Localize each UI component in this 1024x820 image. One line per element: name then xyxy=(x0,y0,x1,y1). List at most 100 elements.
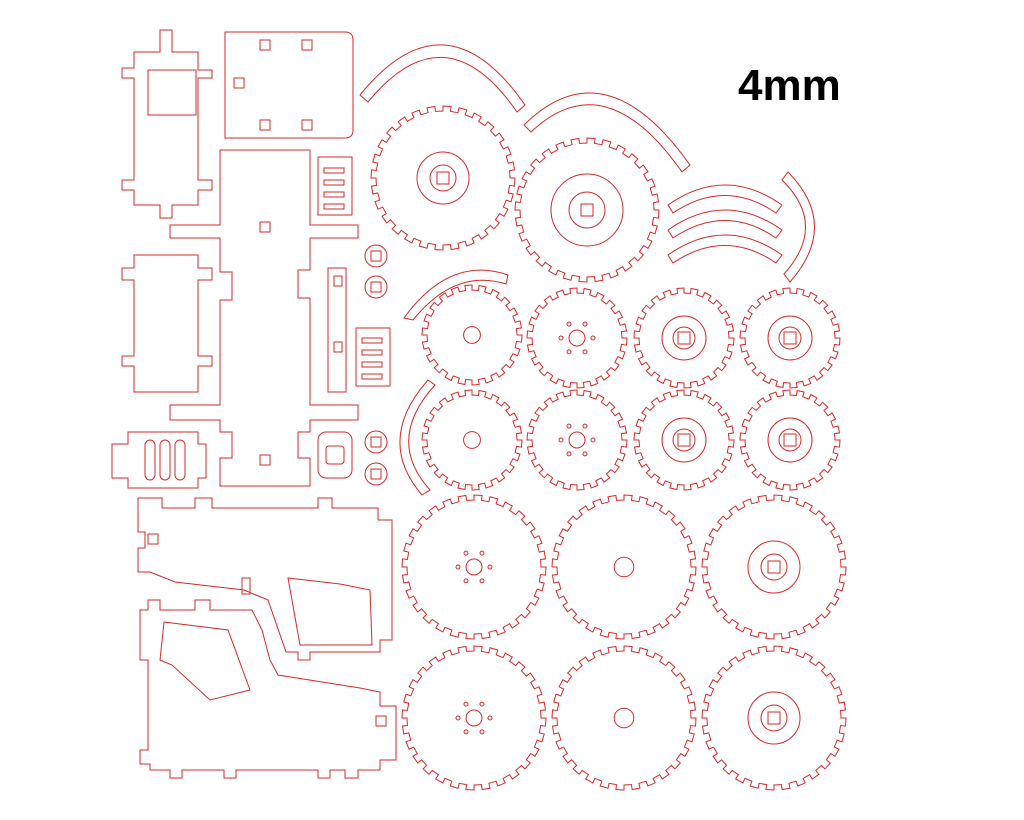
axle-round-hole xyxy=(464,327,481,344)
wheel-rim xyxy=(740,288,840,388)
fender-top-1 xyxy=(360,45,525,112)
wheel-disc-5 xyxy=(634,288,734,388)
bolt-hole xyxy=(456,716,460,720)
vertical-support-bar xyxy=(328,268,346,392)
axle-square-hole xyxy=(678,434,690,446)
bolt-hole xyxy=(464,730,468,734)
axle-square-hole xyxy=(678,332,690,344)
top-plate xyxy=(225,32,353,138)
axle-round-hole xyxy=(614,708,634,728)
bolt-hole xyxy=(567,322,571,326)
wheel-disc-15 xyxy=(552,646,696,790)
wheel-disc-1 xyxy=(371,106,515,250)
hub-inner-ring xyxy=(673,327,695,349)
axle-round-hole xyxy=(569,432,585,448)
wheel-rim xyxy=(527,390,627,490)
bolt-hole xyxy=(488,716,492,720)
wheel-rim xyxy=(552,646,696,790)
hub-inner-ring xyxy=(430,165,456,191)
bolt-hole xyxy=(583,322,587,326)
fender-top-2 xyxy=(524,93,690,172)
bolt-hole xyxy=(464,579,468,583)
axle-square-hole xyxy=(784,332,796,344)
motor-holder xyxy=(112,432,206,488)
body-side-panel-lower xyxy=(140,600,396,778)
bolt-hole xyxy=(480,551,484,555)
washer-3 xyxy=(365,431,387,453)
hub-ring xyxy=(748,541,800,593)
wheel-disc-10 xyxy=(740,390,840,490)
axle-round-hole xyxy=(466,559,482,575)
hub-inner-ring xyxy=(761,705,787,731)
wheel-disc-2 xyxy=(515,138,659,282)
fender-right-2 xyxy=(782,172,815,282)
bolt-hole xyxy=(480,579,484,583)
chassis-center-plate xyxy=(170,150,358,486)
wheel-disc-11 xyxy=(402,495,546,639)
wheel-rim xyxy=(702,646,846,790)
bolt-hole xyxy=(464,702,468,706)
wheel-disc-9 xyxy=(634,390,734,490)
hub-inner-ring xyxy=(569,192,605,228)
wheel-disc-16 xyxy=(702,646,846,790)
wheel-disc-7 xyxy=(422,390,522,490)
bolt-hole xyxy=(480,730,484,734)
fender-mid-2 xyxy=(400,380,435,495)
slotted-tab-mid xyxy=(356,328,390,386)
bolt-hole xyxy=(567,452,571,456)
hub-ring xyxy=(662,418,706,462)
axle-square-hole xyxy=(437,172,449,184)
hub-ring xyxy=(748,692,800,744)
material-thickness-label: 4mm xyxy=(738,61,841,110)
bolt-hole xyxy=(480,702,484,706)
wheel-disc-4 xyxy=(527,288,627,388)
bolt-hole xyxy=(583,350,587,354)
wheel-rim xyxy=(552,495,696,639)
washer-4 xyxy=(365,463,387,485)
wheel-rim xyxy=(422,285,522,385)
washer-1 xyxy=(365,245,387,267)
wheel-discs-layer xyxy=(371,106,846,790)
bolt-hole xyxy=(591,438,595,442)
axle-round-hole xyxy=(569,330,585,346)
hub-ring xyxy=(417,152,469,204)
axle-round-hole xyxy=(466,710,482,726)
bolt-hole xyxy=(583,452,587,456)
axle-square-hole xyxy=(768,561,780,573)
axle-round-hole xyxy=(464,432,481,449)
hub-ring xyxy=(662,316,706,360)
slotted-tab-top xyxy=(318,157,352,215)
bolt-hole xyxy=(559,336,563,340)
wheel-rim xyxy=(634,288,734,388)
bolt-hole xyxy=(591,336,595,340)
wheel-disc-13 xyxy=(702,495,846,639)
chassis-end-frame-top xyxy=(122,30,212,218)
body-side-panel-upper xyxy=(138,498,392,660)
wheel-disc-12 xyxy=(552,495,696,639)
wheel-rim xyxy=(371,106,515,250)
wheel-rim xyxy=(422,390,522,490)
rounded-block xyxy=(318,432,352,478)
bolt-hole xyxy=(583,424,587,428)
washer-2 xyxy=(365,276,387,298)
wheel-disc-6 xyxy=(740,288,840,388)
bolt-hole xyxy=(464,551,468,555)
hub-inner-ring xyxy=(779,327,801,349)
hub-ring xyxy=(551,174,623,246)
wheel-disc-8 xyxy=(527,390,627,490)
axle-square-hole xyxy=(768,712,780,724)
hub-ring xyxy=(768,316,812,360)
wheel-rim xyxy=(740,390,840,490)
chassis-end-frame-mid xyxy=(122,255,212,392)
axle-round-hole xyxy=(614,557,634,577)
wheel-disc-3 xyxy=(422,285,522,385)
bolt-hole xyxy=(567,350,571,354)
fender-right-1 xyxy=(668,185,782,263)
bolt-hole xyxy=(567,424,571,428)
bolt-hole xyxy=(559,438,563,442)
axle-square-hole xyxy=(581,204,593,216)
wheel-rim xyxy=(527,288,627,388)
bolt-hole xyxy=(488,565,492,569)
wheel-rim xyxy=(702,495,846,639)
